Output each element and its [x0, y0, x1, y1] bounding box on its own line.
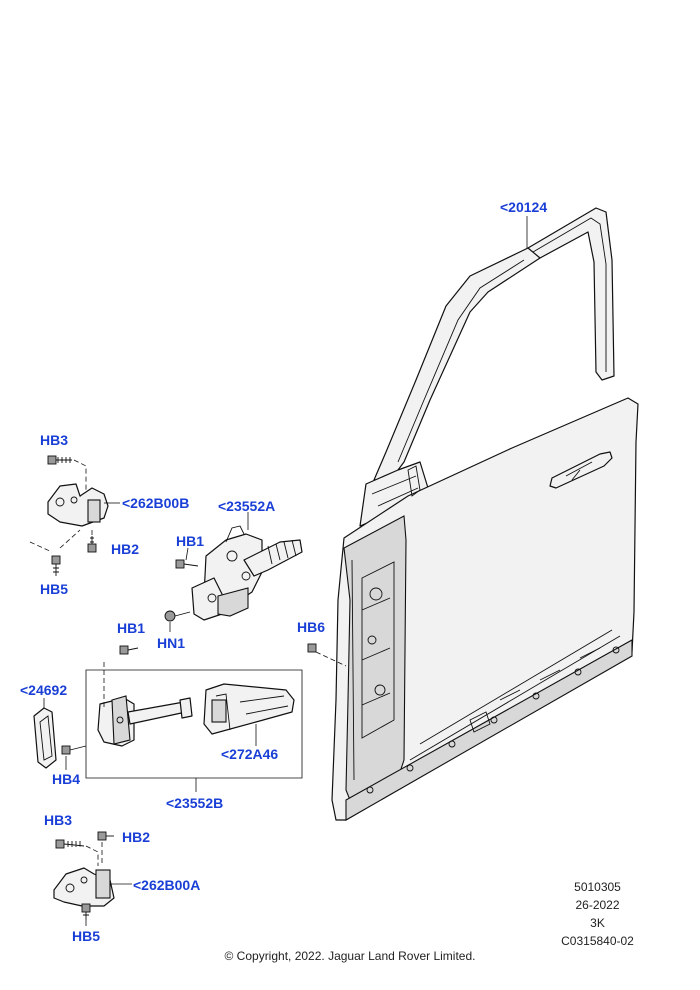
callout-hb3-upper[interactable]: HB3 — [40, 432, 69, 448]
callout-hb1-top[interactable]: HB1 — [176, 533, 205, 549]
callout-hb6[interactable]: HB6 — [297, 619, 326, 635]
callout-pad[interactable]: <24692 — [20, 682, 68, 698]
bolt-hb3-upper[interactable] — [47, 455, 87, 490]
callout-hb5-upper[interactable]: HB5 — [40, 581, 69, 597]
copyright-notice: © Copyright, 2022. Jaguar Land Rover Lim… — [224, 949, 476, 963]
bolt-hb5-lower[interactable] — [81, 903, 91, 926]
door-shell[interactable] — [331, 207, 639, 821]
callout-door-shell[interactable]: <20124 — [500, 199, 548, 215]
info-block: 5010305 26-2022 3K C0315840-02 — [550, 880, 645, 948]
lower-hinge[interactable] — [53, 867, 132, 907]
bolt-hb1-strap[interactable] — [103, 645, 139, 710]
bolt-hb2-lower[interactable] — [97, 831, 114, 866]
callout-hb3-lower[interactable]: HB3 — [44, 812, 73, 828]
info-line-4: C0315840-02 — [561, 934, 634, 948]
callout-lock-actuator[interactable]: <23552A — [218, 498, 276, 514]
callout-hb2-lower[interactable]: HB2 — [122, 829, 151, 845]
bolt-hb1-actuator[interactable] — [175, 547, 199, 569]
pad[interactable] — [33, 698, 57, 769]
upper-hinge[interactable] — [47, 483, 120, 527]
bolt-hb3-lower[interactable] — [55, 839, 99, 866]
bolt-hb4[interactable] — [61, 745, 87, 770]
info-line-3: 3K — [590, 916, 605, 930]
callout-hn1[interactable]: HN1 — [157, 635, 186, 651]
callout-hinge-lower[interactable]: <262B00A — [133, 877, 201, 893]
callout-check-strap-cover[interactable]: <272A46 — [221, 746, 279, 762]
nut-hn1[interactable] — [164, 610, 191, 632]
callout-hinge-upper[interactable]: <262B00B — [122, 495, 190, 511]
info-line-1: 5010305 — [574, 880, 621, 894]
info-line-2: 26-2022 — [575, 898, 620, 912]
bolt-hb5-upper[interactable] — [29, 529, 81, 576]
lock-actuator[interactable] — [191, 512, 303, 621]
callout-hb1-mid[interactable]: HB1 — [117, 620, 146, 636]
bolt-hb6[interactable] — [307, 643, 347, 667]
callout-hb2-upper[interactable]: HB2 — [111, 541, 140, 557]
bolt-hb2-upper[interactable] — [87, 530, 97, 553]
check-strap-assembly[interactable] — [85, 669, 303, 792]
callout-check-strap-assembly[interactable]: <23552B — [166, 795, 224, 811]
callout-hb4[interactable]: HB4 — [52, 771, 81, 787]
callout-hb5-lower[interactable]: HB5 — [72, 928, 101, 944]
